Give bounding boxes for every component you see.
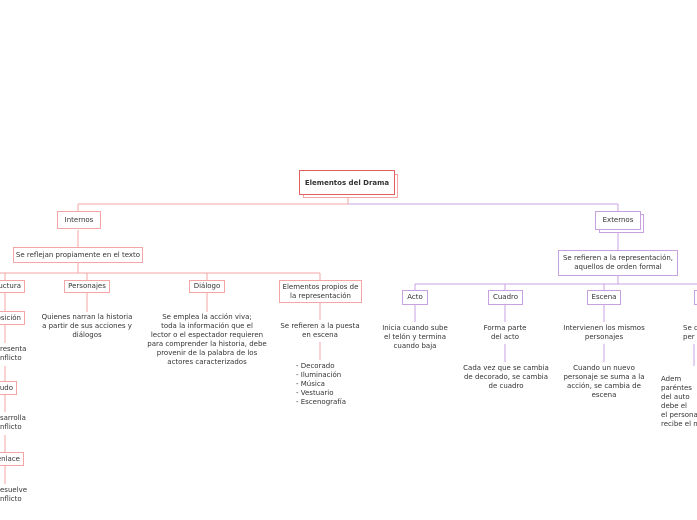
escena-node[interactable]: Escena [587,290,621,305]
acto-label: Acto [407,293,423,301]
nudo-node[interactable]: udo [0,381,17,395]
estructura-label: ructura [0,282,21,290]
personajes-desc: Quienes narran la historia a partir de s… [41,313,133,339]
personajes-node[interactable]: Personajes [64,280,110,293]
internos-subtitle: Se reflejan propiamente en el texto [15,250,141,259]
externos-label: Externos [602,216,634,224]
estructura-node[interactable]: ructura [0,280,25,293]
root-node[interactable]: Elementos del Drama [299,170,395,195]
escena-desc: Intervienen los mismos personajes [563,324,645,341]
exposicion-label: osición [0,313,21,322]
desenlace-desc: esuelve nflicto [0,486,28,503]
nudo-desc: sarrolla nflicto [0,414,26,431]
nudo-label: udo [0,383,13,392]
desenlace-node[interactable]: enlace [0,452,24,466]
exposicion-node[interactable]: osición [0,311,25,325]
cut-node[interactable] [694,290,697,305]
dialogo-desc: Se emplea la acción viva; toda la inform… [147,313,267,366]
elementos-desc: Se refieren a la puesta en escena [280,322,360,339]
elementos-list: - Decorado - Iluminación - Música - Vest… [296,362,347,406]
externos-node[interactable]: Externos [595,211,641,230]
root-label: Elementos del Drama [304,178,390,187]
cut-desc2: Adem paréntes del auto debe el el person… [661,375,697,428]
externos-subtitle-node[interactable]: Se refieren a la representación, aquello… [558,250,678,276]
dialogo-label: Diálogo [193,282,221,290]
cut-desc: Se c per [683,324,697,341]
cuadro-desc2: Cada vez que se cambia de decorado, se c… [463,364,549,390]
elementos-node[interactable]: Elementos propios de la representación [279,280,362,303]
acto-node[interactable]: Acto [402,290,428,305]
externos-subtitle: Se refieren a la representación, aquello… [562,254,674,271]
personajes-label: Personajes [68,282,106,290]
cuadro-node[interactable]: Cuadro [488,290,523,305]
desenlace-label: enlace [0,454,20,463]
cuadro-desc: Forma parte del acto [483,324,527,341]
acto-desc: Inicia cuando sube el telón y termina cu… [382,324,448,350]
dialogo-node[interactable]: Diálogo [189,280,225,293]
escena-desc2: Cuando un nuevo personaje se suma a la a… [563,364,645,399]
escena-label: Escena [591,293,617,301]
internos-node[interactable]: Internos [57,211,101,229]
cuadro-label: Cuadro [492,293,519,301]
elementos-label: Elementos propios de la representación [282,282,359,300]
exposicion-desc: resenta nflicto [0,345,27,362]
internos-subtitle-node[interactable]: Se reflejan propiamente en el texto [13,247,143,263]
internos-label: Internos [64,215,94,224]
